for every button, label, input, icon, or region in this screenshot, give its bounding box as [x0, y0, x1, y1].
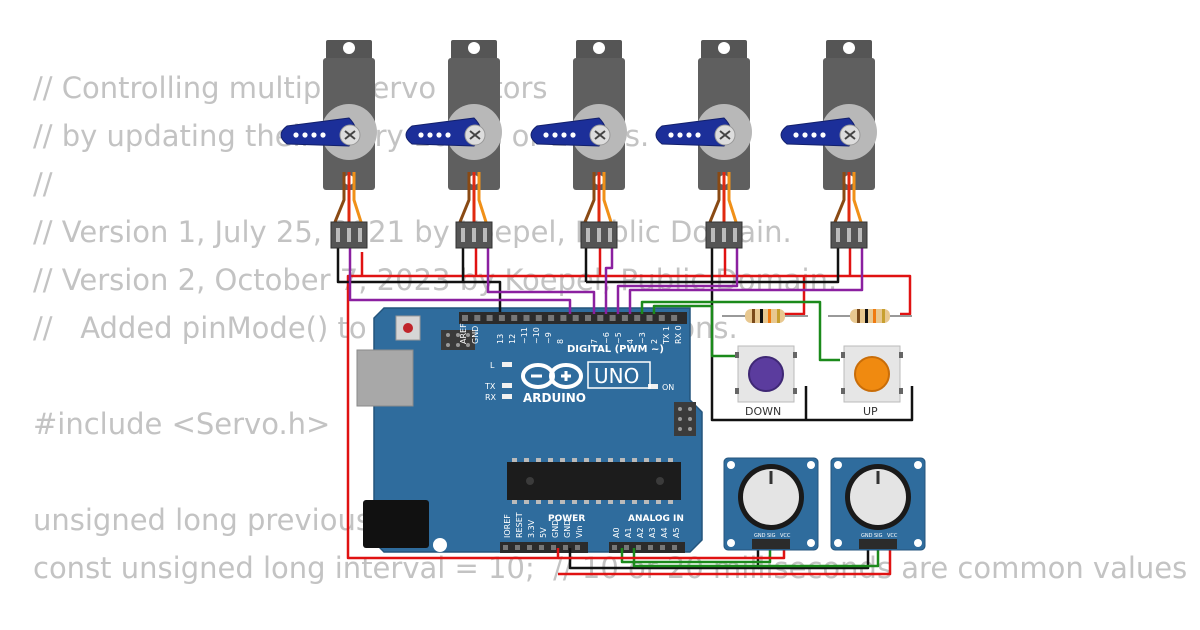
wire-5v — [346, 288, 560, 560]
pin-label: GND — [861, 533, 873, 539]
pin-label: SIG — [767, 533, 776, 539]
digital-pin-label: 8 — [556, 339, 565, 344]
power-pin-label: GND — [563, 520, 572, 538]
power-pin-label: GND — [551, 520, 560, 538]
digital-label: DIGITAL (PWM ~) — [567, 344, 664, 355]
analog-pin-label: A1 — [624, 527, 633, 538]
digital-pin-label: 7 — [590, 339, 599, 344]
wire-gnd-buttons — [586, 280, 914, 422]
digital-pin-label: GND — [471, 326, 480, 344]
analog-pin-label: A2 — [636, 527, 645, 538]
servo-motor[interactable] — [655, 40, 752, 249]
code-line: #include <Servo.h> — [33, 407, 331, 441]
rx-led-label: RX — [485, 393, 497, 402]
wire-gnd-bus — [336, 248, 502, 312]
code-line: const unsigned long interval = 10; // 10… — [33, 551, 1188, 585]
digital-pin-label: 4 — [626, 339, 635, 344]
analog-header — [609, 542, 685, 553]
digital-pin-label: ~9 — [544, 332, 553, 344]
digital-pin-label: ~10 — [532, 327, 541, 344]
wire-servo1-signal — [348, 248, 572, 314]
digital-pin-label: 12 — [508, 334, 517, 344]
usb-connector — [356, 349, 414, 407]
wire-5v-bus — [346, 274, 912, 316]
wire-button-up — [640, 300, 840, 362]
servo-motor[interactable] — [280, 40, 377, 249]
power-pin-label: 5V — [539, 527, 548, 538]
code-line: // — [33, 167, 53, 201]
tx-led-label: TX — [484, 382, 496, 391]
wire-servo5-signal — [628, 248, 864, 314]
arduino-logo — [521, 363, 583, 389]
on-led-label: ON — [662, 383, 674, 392]
l-led-label: L — [490, 361, 495, 370]
digital-pin-label: ~6 — [602, 332, 611, 344]
resistor — [828, 309, 912, 323]
servo-motor[interactable] — [405, 40, 502, 249]
resistor — [722, 309, 808, 323]
potentiometer-knob[interactable] — [743, 469, 799, 525]
servo-motor[interactable] — [780, 40, 877, 249]
digital-pin-label: TX 1 — [662, 326, 671, 345]
wire-servo2-signal — [486, 248, 596, 314]
wire-servo3-signal — [604, 248, 614, 314]
wire-pot1-signal — [620, 548, 772, 564]
power-pin-label: 3.3V — [527, 519, 536, 538]
pin-label: VCC — [780, 533, 791, 539]
power-pin-label: Vin — [575, 525, 584, 538]
power-pin-label: RESET — [515, 512, 524, 538]
pin-label: GND — [754, 533, 766, 539]
code-line: // Version 2, October 7, 2023 by Koepel,… — [33, 263, 838, 297]
analog-pin-label: A5 — [672, 527, 681, 538]
analog-pin-label: A4 — [660, 527, 669, 538]
arduino-brand: ARDUINO — [523, 391, 586, 405]
uno-model: UNO — [594, 364, 639, 388]
wire-button-down — [652, 304, 736, 358]
digital-pin-label: ~5 — [614, 332, 623, 344]
potentiometer-2[interactable]: GND SIG VCC — [830, 457, 926, 551]
mounting-hole — [433, 538, 447, 552]
analog-pin-label: A3 — [648, 527, 657, 538]
power-label: POWER — [548, 514, 585, 524]
power-jack — [363, 500, 429, 548]
digital-pin-label: ~11 — [520, 327, 529, 344]
power-pin-label: IOREF — [503, 514, 512, 538]
button-down-label: DOWN — [745, 405, 781, 418]
pin-label: SIG — [874, 533, 883, 539]
digital-pin-label: ~3 — [638, 332, 647, 344]
button-cap[interactable] — [854, 356, 890, 392]
wire-servo4-signal — [616, 248, 739, 314]
wires — [336, 248, 914, 576]
digital-pin-label: 13 — [496, 334, 505, 344]
potentiometer-1[interactable]: GND SIG VCC — [723, 457, 819, 551]
icsp-header-right — [674, 402, 696, 436]
pushbutton-down[interactable]: DOWN — [735, 345, 797, 418]
pushbutton-up[interactable]: UP — [841, 345, 903, 418]
button-up-label: UP — [863, 405, 878, 418]
digital-pin-label: 2 — [650, 339, 659, 344]
digital-pin-label: AREF — [459, 323, 468, 344]
digital-pin-label: RX 0 — [674, 325, 683, 344]
servo-motor[interactable] — [530, 40, 627, 249]
analog-pin-label: A0 — [612, 527, 621, 538]
analog-label: ANALOG IN — [628, 514, 684, 524]
icsp-header — [441, 330, 475, 350]
potentiometer-knob[interactable] — [850, 469, 906, 525]
microcontroller-chip — [507, 458, 681, 504]
button-cap[interactable] — [748, 356, 784, 392]
pin-label: VCC — [887, 533, 898, 539]
